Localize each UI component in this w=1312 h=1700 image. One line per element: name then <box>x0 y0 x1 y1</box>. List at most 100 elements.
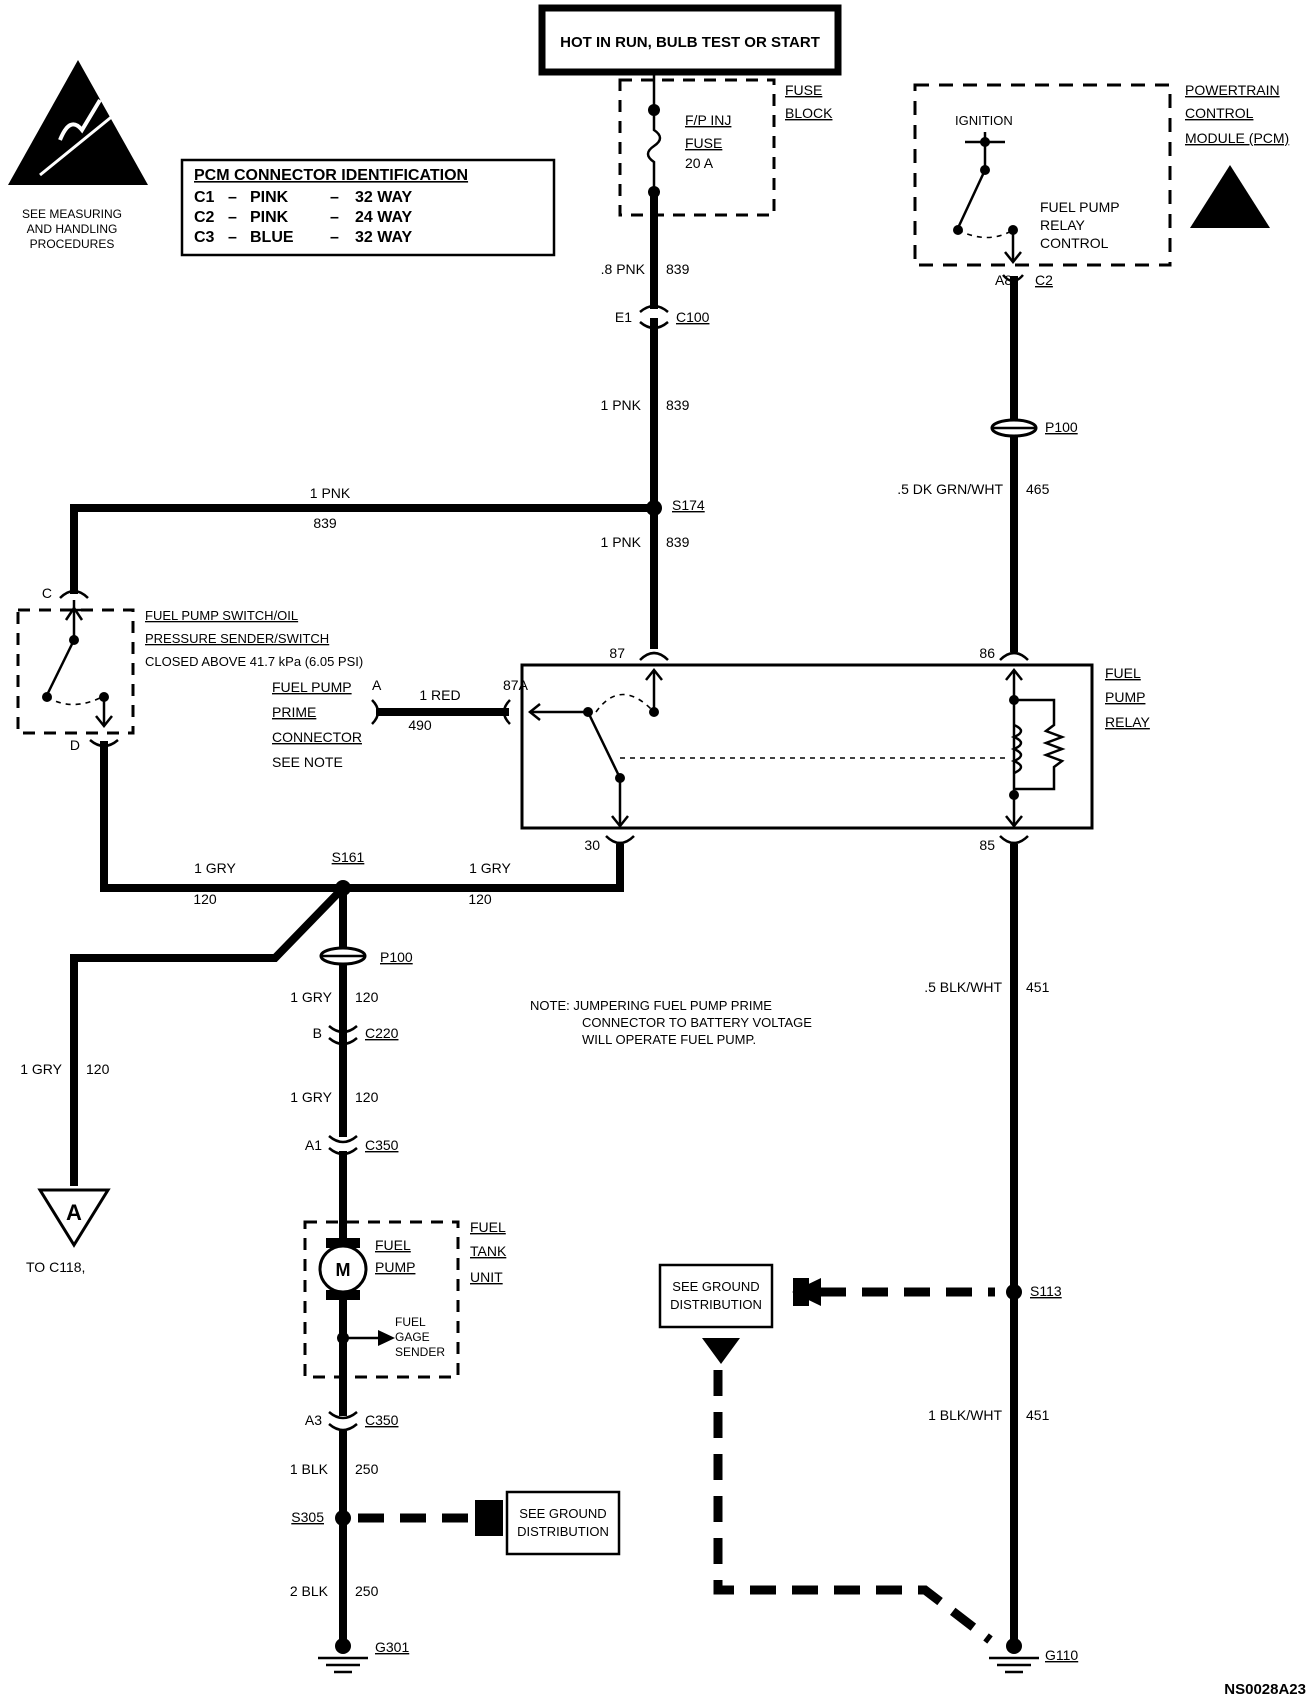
circuit-839: .8 PNK 839 E1 C100 1 PNK 839 S174 1 PNK … <box>70 191 710 649</box>
pcm-connector-table: PCM CONNECTOR IDENTIFICATION C1 – PINK –… <box>180 158 556 257</box>
prime-connector: FUEL PUMP PRIME CONNECTOR SEE NOTE A 1 R… <box>272 677 511 770</box>
svg-text:451: 451 <box>1026 1407 1050 1423</box>
svg-text:SEE NOTE: SEE NOTE <box>272 754 343 770</box>
esd-warning-icon <box>8 60 148 185</box>
svg-text:87A: 87A <box>503 677 529 693</box>
svg-text:120: 120 <box>468 891 492 907</box>
splice-s113 <box>1006 1284 1022 1300</box>
svg-text:.8 PNK: .8 PNK <box>601 261 646 277</box>
svg-text:PUMP: PUMP <box>375 1259 415 1275</box>
svg-text:.5 DK GRN/WHT: .5 DK GRN/WHT <box>897 481 1003 497</box>
svg-text:G110: G110 <box>1045 1647 1078 1663</box>
fuse-icon <box>646 110 662 192</box>
svg-text:FUEL: FUEL <box>470 1219 506 1235</box>
svg-text:1 GRY: 1 GRY <box>194 860 236 876</box>
svg-text:PRESSURE SENDER/SWITCH: PRESSURE SENDER/SWITCH <box>145 631 329 646</box>
svg-text:120: 120 <box>355 1089 379 1105</box>
relay-switch-icon <box>586 711 622 779</box>
svg-text:FUSE: FUSE <box>685 135 722 151</box>
connector-a-to-c118[interactable]: A TO C118, <box>26 1188 111 1275</box>
svg-text:E1: E1 <box>615 309 632 325</box>
svg-text:UNIT: UNIT <box>470 1269 503 1285</box>
svg-text:1 PNK: 1 PNK <box>601 397 642 413</box>
svg-text:.5 BLK/WHT: .5 BLK/WHT <box>924 979 1002 995</box>
svg-text:PUMP: PUMP <box>1105 689 1145 705</box>
svg-text:FUEL: FUEL <box>1105 665 1141 681</box>
svg-text:SENDER: SENDER <box>395 1345 445 1359</box>
svg-text:490: 490 <box>408 717 432 733</box>
svg-text:P100: P100 <box>380 949 413 965</box>
circuit-120: S161 1 GRY 120 1 GRY 120 P100 1 GRY 120 … <box>20 849 512 1244</box>
pcm-module: IGNITION FUEL PUMP RELAY CONTROL POWERTR… <box>913 82 1289 288</box>
svg-text:250: 250 <box>355 1461 379 1477</box>
esd-note-line2: AND HANDLING <box>27 222 118 236</box>
svg-text:WILL OPERATE FUEL PUMP.: WILL OPERATE FUEL PUMP. <box>582 1032 756 1047</box>
circuit-250: A3 C350 1 BLK 250 S305 2 BLK 250 G301 <box>290 1411 503 1674</box>
svg-text:32 WAY: 32 WAY <box>355 229 413 246</box>
svg-text:FUEL PUMP: FUEL PUMP <box>272 679 352 695</box>
svg-text:A: A <box>372 677 382 693</box>
svg-text:RELAY: RELAY <box>1105 714 1151 730</box>
esd-note-line1: SEE MEASURING <box>22 207 122 221</box>
relay-resistor-icon <box>1014 698 1066 791</box>
svg-text:SEE GROUND: SEE GROUND <box>672 1279 759 1294</box>
svg-text:C220: C220 <box>365 1025 399 1041</box>
svg-text:BLOCK: BLOCK <box>785 105 833 121</box>
svg-text:FUEL PUMP: FUEL PUMP <box>1040 199 1120 215</box>
svg-text:–: – <box>228 229 237 246</box>
ground-dist-arrow-icon <box>475 1500 503 1536</box>
svg-text:D: D <box>70 737 80 753</box>
svg-text:SEE GROUND: SEE GROUND <box>519 1506 606 1521</box>
ground-distribution-link-lower[interactable]: SEE GROUND DISTRIBUTION <box>505 1490 621 1556</box>
svg-text:1 GRY: 1 GRY <box>290 989 332 1005</box>
svg-text:839: 839 <box>666 534 690 550</box>
ground-distribution-link-upper[interactable]: SEE GROUND DISTRIBUTION <box>658 1263 774 1329</box>
svg-text:M: M <box>336 1260 351 1280</box>
splice-s305 <box>335 1510 351 1526</box>
esd-note-line3: PROCEDURES <box>30 237 115 251</box>
svg-text:DISTRIBUTION: DISTRIBUTION <box>517 1524 609 1539</box>
svg-text:–: – <box>330 189 339 206</box>
connector-a-icon <box>37 1188 111 1248</box>
power-source-label: HOT IN RUN, BULB TEST OR START <box>560 34 820 51</box>
note: NOTE: JUMPERING FUEL PUMP PRIME CONNECTO… <box>530 998 812 1047</box>
svg-text:1 BLK/WHT: 1 BLK/WHT <box>928 1407 1002 1423</box>
svg-text:120: 120 <box>86 1061 110 1077</box>
svg-text:1 GRY: 1 GRY <box>20 1061 62 1077</box>
fuel-tank-unit: M FUEL PUMP FUEL GAGE SENDER FUEL TANK U… <box>303 1219 507 1416</box>
oil-switch-icon <box>45 639 76 696</box>
svg-text:C1: C1 <box>194 189 215 206</box>
svg-text:839: 839 <box>313 515 337 531</box>
svg-text:1 PNK: 1 PNK <box>601 534 642 550</box>
esd-warning: SEE MEASURING AND HANDLING PROCEDURES <box>8 60 148 251</box>
pcm-table-row: C3 – BLUE – 32 WAY <box>194 229 413 246</box>
svg-text:2 BLK: 2 BLK <box>290 1583 329 1599</box>
svg-text:250: 250 <box>355 1583 379 1599</box>
svg-text:–: – <box>228 209 237 226</box>
svg-text:S113: S113 <box>1030 1283 1062 1299</box>
pcm-table-row: C1 – PINK – 32 WAY <box>194 189 413 206</box>
figure-id: NS0028A23 <box>1224 1681 1306 1698</box>
svg-text:120: 120 <box>193 891 217 907</box>
svg-text:PRIME: PRIME <box>272 704 316 720</box>
power-source-box: HOT IN RUN, BULB TEST OR START <box>538 4 842 76</box>
svg-text:839: 839 <box>666 261 690 277</box>
svg-text:1 BLK: 1 BLK <box>290 1461 329 1477</box>
svg-text:C3: C3 <box>194 229 215 246</box>
svg-text:120: 120 <box>355 989 379 1005</box>
ground-dist-down-icon <box>702 1338 740 1364</box>
svg-text:FUEL: FUEL <box>375 1237 411 1253</box>
pcm-switch-icon <box>956 169 987 229</box>
fuel-pump-relay: 87A 87 86 30 85 FUEL PUMP RELAY <box>503 645 1151 853</box>
svg-text:C350: C350 <box>365 1412 399 1428</box>
svg-text:87: 87 <box>609 645 625 661</box>
svg-text:1 PNK: 1 PNK <box>310 485 351 501</box>
svg-text:RELAY: RELAY <box>1040 217 1086 233</box>
svg-text:PINK: PINK <box>250 189 289 206</box>
pcm-label: POWERTRAIN <box>1185 82 1280 98</box>
svg-text:FUEL PUMP SWITCH/OIL: FUEL PUMP SWITCH/OIL <box>145 608 298 623</box>
svg-text:S174: S174 <box>672 497 705 513</box>
svg-text:GAGE: GAGE <box>395 1330 430 1344</box>
svg-text:A3: A3 <box>305 1412 322 1428</box>
svg-text:BLUE: BLUE <box>250 229 294 246</box>
